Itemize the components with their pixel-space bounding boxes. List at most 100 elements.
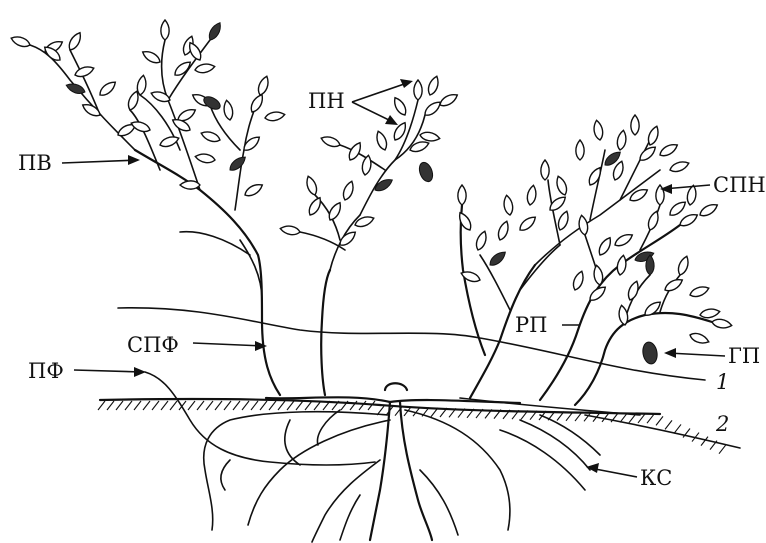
soil-hatch-mark	[260, 401, 267, 410]
leaf	[161, 20, 169, 40]
leaf	[658, 141, 679, 158]
soil-hatch-mark	[674, 424, 681, 433]
label-pf: ПФ	[28, 359, 64, 383]
soil-hatch-mark	[224, 401, 231, 410]
leaf	[374, 130, 389, 152]
leaf	[628, 186, 649, 203]
leaf	[616, 130, 628, 151]
leaf	[256, 75, 271, 97]
soil-hatch-mark	[287, 401, 294, 410]
soil-hatch-mark	[665, 420, 672, 429]
leaf	[180, 181, 200, 189]
leaf	[487, 249, 508, 268]
leaf	[502, 195, 514, 216]
leaf	[159, 134, 181, 149]
soil-hatch-mark	[701, 437, 708, 446]
leaf	[616, 255, 628, 276]
soil-hatch-mark	[251, 401, 258, 410]
soil-hatch-mark	[143, 401, 150, 410]
leaf	[414, 80, 422, 100]
ground-surface	[100, 399, 740, 448]
leaf	[419, 131, 440, 143]
leaf	[689, 284, 711, 299]
leaf	[326, 201, 343, 222]
pf-stolon	[145, 372, 375, 465]
leaf	[222, 100, 234, 121]
leaf	[438, 91, 459, 108]
leaf	[667, 199, 688, 218]
label-level-1: 1	[716, 370, 729, 394]
leaf	[678, 211, 699, 228]
leaf	[195, 152, 216, 164]
leaf	[571, 270, 586, 292]
leaf	[556, 210, 571, 232]
leaf	[97, 79, 118, 98]
leaf	[206, 21, 223, 42]
soil-hatch-mark	[647, 414, 654, 423]
leaf	[617, 305, 629, 326]
soil-hatch-mark	[719, 445, 726, 454]
leaf	[699, 307, 720, 319]
leaf	[130, 119, 152, 134]
soil-hatch-mark	[656, 416, 663, 425]
soil-hatch-mark	[107, 401, 114, 410]
leaf	[194, 62, 215, 74]
leaf	[320, 134, 342, 149]
leaf	[669, 159, 691, 174]
leaf	[642, 299, 663, 318]
leaf	[596, 236, 613, 257]
leaf	[592, 265, 604, 286]
leaf	[689, 331, 711, 346]
soil-hatch-mark	[206, 401, 213, 410]
soil-hatch-mark	[269, 401, 276, 410]
soil-hatching	[98, 401, 726, 454]
bud-pn	[417, 161, 435, 184]
leaf	[456, 211, 473, 232]
label-rp: РП	[515, 313, 547, 337]
leaf	[422, 99, 443, 118]
leaf	[341, 180, 356, 202]
soil-hatch-mark	[305, 401, 312, 410]
soil-hatch-mark	[125, 401, 132, 410]
leaf	[517, 214, 538, 233]
soil-hatch-mark	[197, 401, 204, 410]
leaf	[306, 196, 323, 217]
label-level-2: 2	[715, 412, 729, 436]
leaf	[346, 141, 363, 162]
leaf	[264, 110, 285, 122]
soil-hatch-mark	[116, 401, 123, 410]
soil-hatch-mark	[620, 413, 627, 422]
soil-hatch-mark	[278, 401, 285, 410]
leaf	[541, 160, 549, 180]
leaf	[141, 48, 162, 65]
leaf	[613, 231, 634, 248]
leaf	[631, 115, 639, 135]
roots	[204, 402, 600, 542]
soil-hatch-mark	[602, 413, 609, 422]
leaf	[496, 220, 511, 242]
leaf	[626, 280, 641, 302]
leaf	[10, 34, 32, 49]
soil-hatch-mark	[359, 401, 366, 410]
leaf	[426, 75, 441, 97]
leaf	[458, 185, 466, 205]
leaf	[577, 215, 589, 236]
leaf	[354, 214, 376, 229]
leaves	[10, 20, 733, 346]
leaf	[592, 120, 604, 141]
soil-hatch-mark	[170, 401, 177, 410]
bud-gp	[641, 341, 659, 365]
soil-hatch-mark	[188, 401, 195, 410]
leaf	[554, 175, 569, 197]
leaf	[66, 31, 83, 52]
leaf	[474, 230, 489, 252]
leaf	[280, 224, 301, 236]
leaf	[409, 139, 431, 154]
leaf	[361, 155, 373, 176]
leaf	[65, 81, 87, 96]
soil-hatch-mark	[215, 401, 222, 410]
leaf	[711, 318, 732, 330]
leaf	[243, 181, 264, 198]
label-gp: ГП	[728, 344, 760, 368]
